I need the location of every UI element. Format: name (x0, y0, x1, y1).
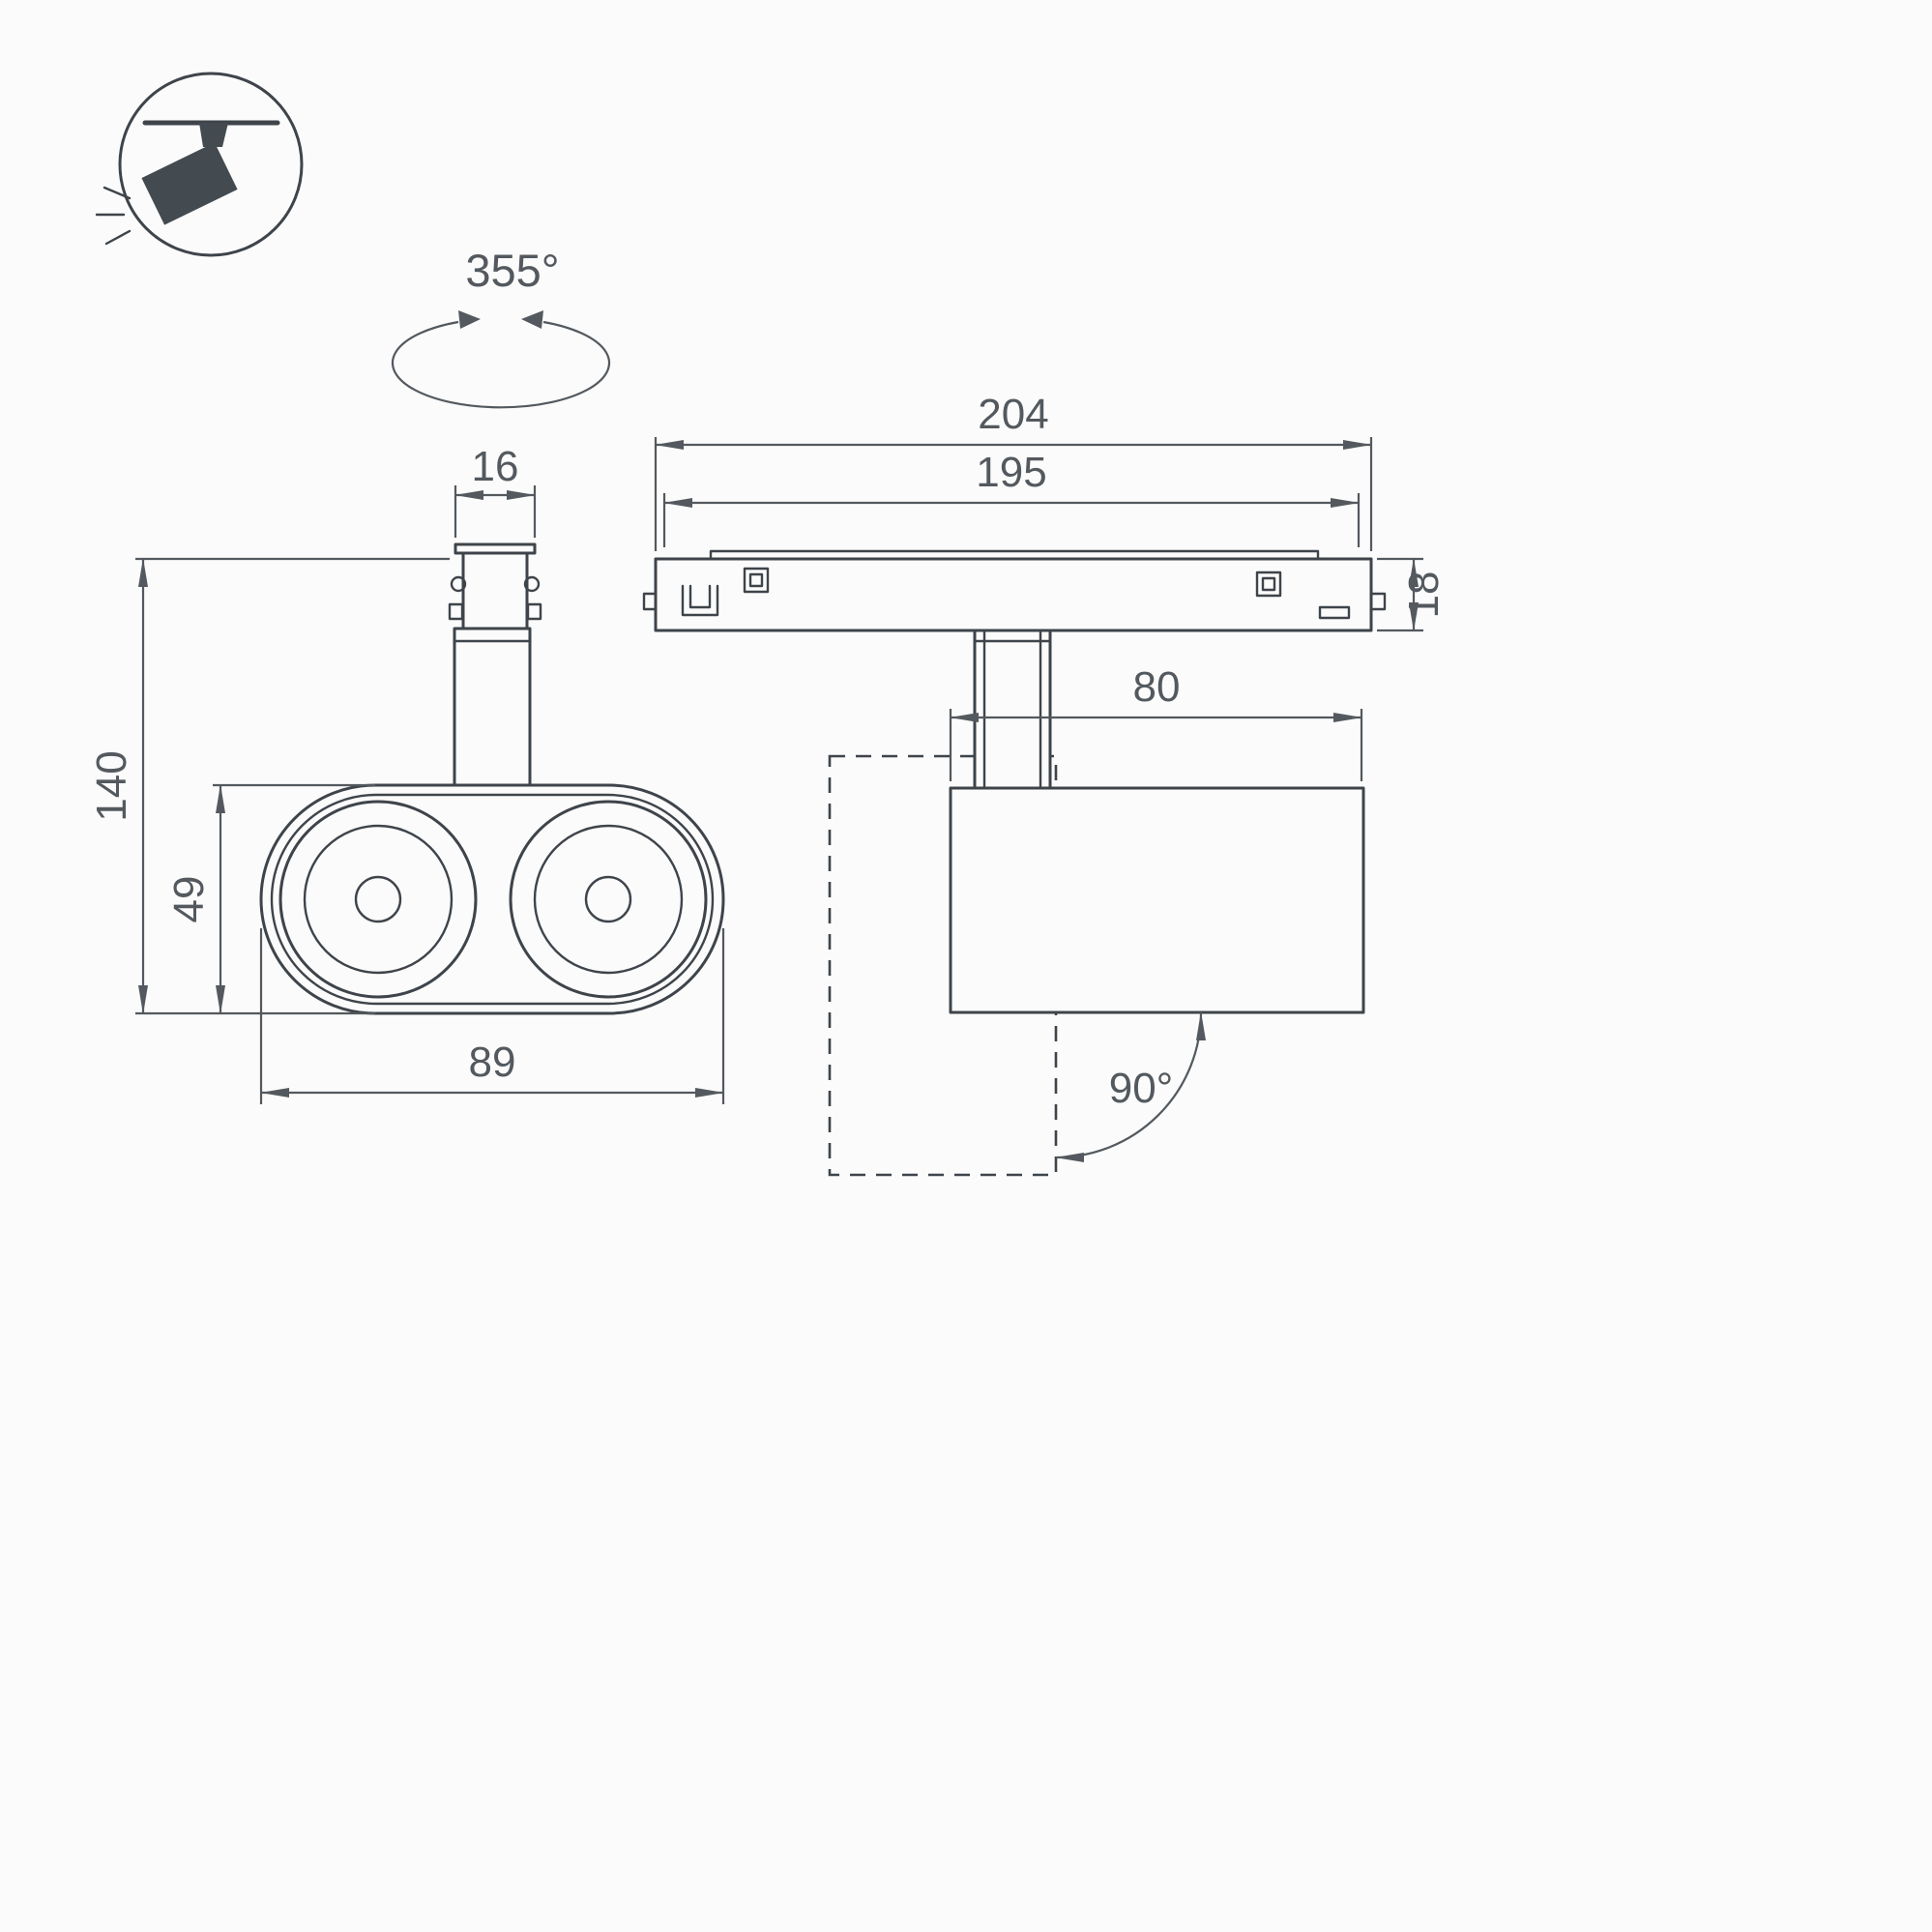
dim-label-track-inner-length: 195 (976, 449, 1046, 496)
icon-spot-head (141, 142, 238, 225)
adapter-body (461, 551, 529, 630)
icon-light-ray (104, 229, 132, 246)
adapter-side-tab-left (448, 602, 464, 621)
icon-light-ray (102, 186, 132, 200)
dim-label-track-height: 18 (1400, 571, 1448, 619)
lens-right-led (584, 875, 632, 923)
icon-circle (118, 72, 304, 257)
dim-label-overall-height: 140 (88, 750, 135, 821)
lens-left-outer-ring (278, 800, 478, 999)
adapter-side-screw-right (523, 575, 541, 593)
lens-right-outer-ring (509, 800, 708, 999)
front-body-outer (259, 783, 725, 1015)
side-view-dimensions: 204 195 18 80 90° (654, 391, 1448, 1162)
side-track-top-strip (709, 549, 1320, 561)
side-track-slot (1318, 605, 1351, 620)
lens-left-led (354, 875, 402, 923)
front-view-dimensions: 16 140 49 89 (88, 443, 725, 1104)
icon-mount-stem (199, 123, 228, 147)
side-track-detail-left (743, 567, 770, 594)
dim-label-body-height: 49 (165, 876, 213, 923)
lens-right-reflector (533, 824, 684, 975)
tilt-rotation-label: 90° (1109, 1065, 1174, 1112)
lens-left-reflector (303, 824, 454, 975)
dim-label-adapter-width: 16 (472, 443, 519, 490)
pan-rotation-label: 355° (465, 245, 559, 296)
dim-label-track-length: 204 (978, 391, 1048, 438)
ceiling-track-spotlight-icon (95, 72, 304, 257)
adapter-side-screw-left (450, 575, 467, 593)
side-track-detail-left-inner (748, 572, 764, 588)
side-track-left-pin (642, 592, 658, 611)
dim-label-body-depth: 80 (1133, 663, 1181, 711)
lens-right (509, 800, 708, 999)
front-view (259, 542, 725, 1015)
rotated-body-ghost (828, 754, 1058, 1177)
side-stem (973, 629, 1052, 790)
side-track-detail-right-inner (1261, 576, 1276, 592)
rotation-ellipse (391, 320, 611, 409)
front-stem (453, 627, 532, 787)
lens-left (278, 800, 478, 999)
side-track-left-clip (681, 584, 719, 617)
side-track-right-pin (1369, 592, 1387, 611)
dim-label-body-width: 89 (469, 1039, 516, 1086)
side-track-detail-right (1255, 571, 1282, 598)
tilt-rotation-arc (1055, 1011, 1206, 1162)
side-body (949, 786, 1365, 1014)
rotation-arrow-right (521, 310, 543, 329)
adapter-side-tab-right (526, 602, 542, 621)
pan-rotation-indicator: 355° (391, 245, 611, 409)
front-body-inner (270, 793, 715, 1006)
rotation-arrow-left (458, 310, 481, 329)
side-view (642, 549, 1387, 1177)
